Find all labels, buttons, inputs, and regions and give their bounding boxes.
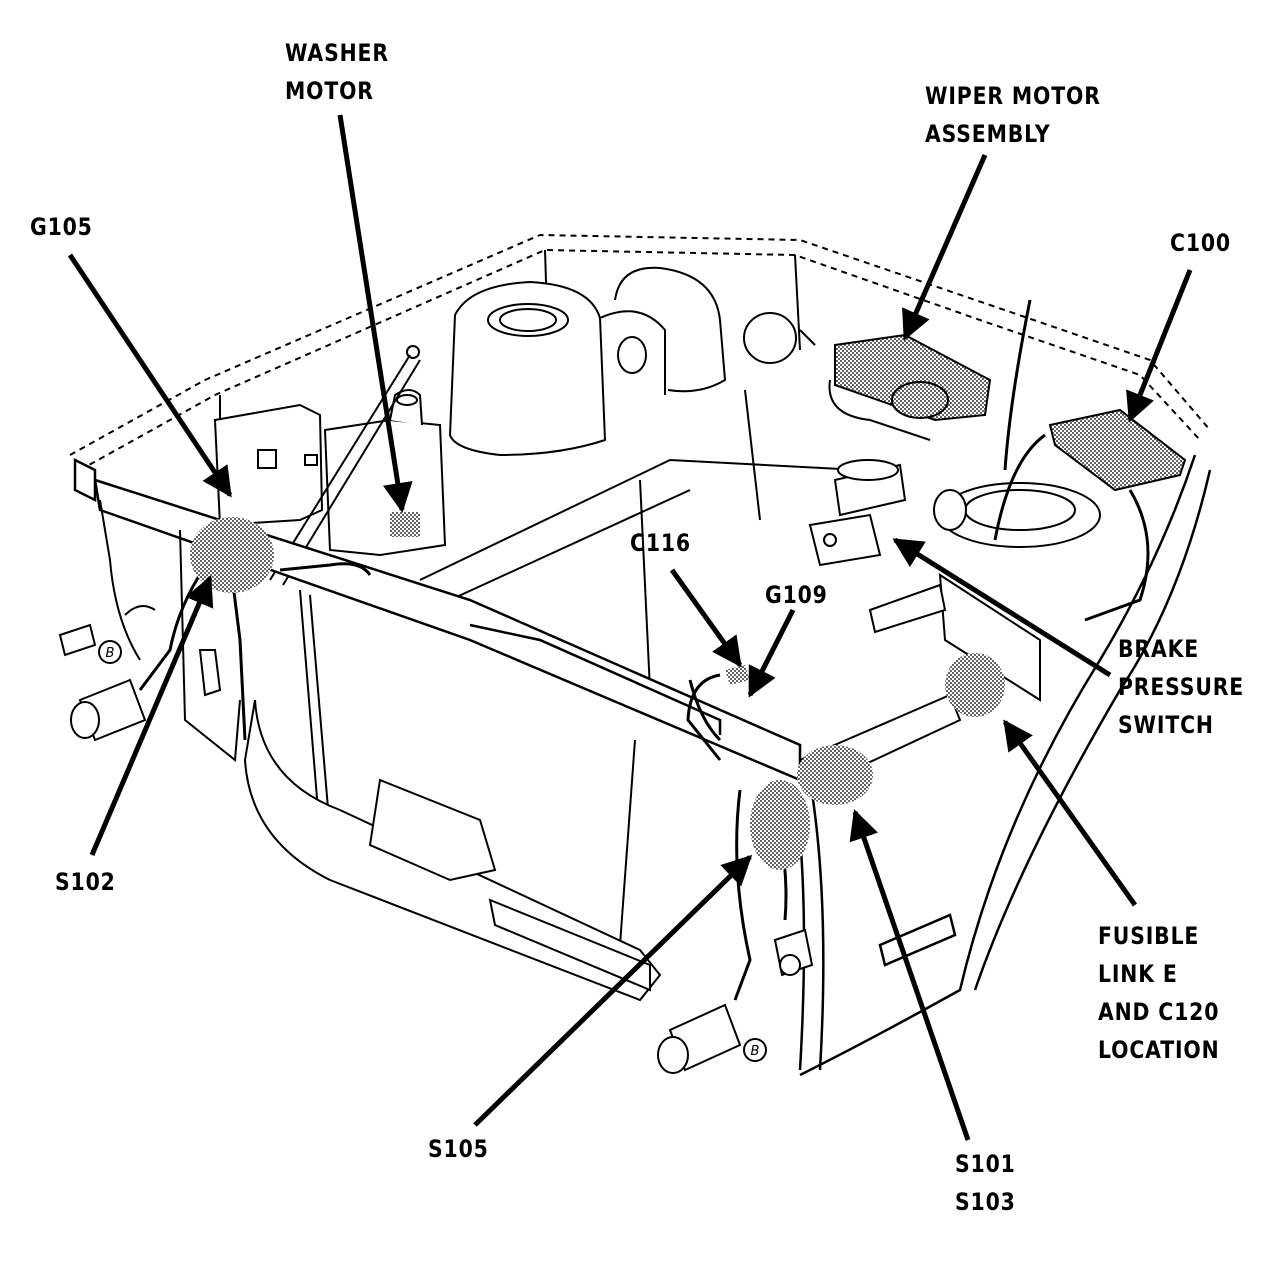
label-g105: G105 — [30, 213, 93, 241]
label-s105: S105 — [428, 1135, 489, 1163]
s102-region — [190, 517, 274, 593]
shaded-locations — [190, 512, 1005, 870]
label-c116: C116 — [630, 529, 691, 557]
left-connector-plug — [58, 623, 97, 657]
bay-floor — [419, 458, 861, 691]
relay-b-left-text: B — [106, 646, 115, 661]
c100-connector — [1048, 408, 1187, 492]
arrow-wiper-motor — [902, 153, 988, 341]
relay-b-right-circle — [743, 1038, 767, 1062]
arrow-s105 — [473, 854, 753, 1127]
master-cylinder — [808, 459, 907, 567]
arrow-s102 — [89, 575, 214, 856]
arrow-c100 — [1126, 269, 1193, 423]
headlamp-left — [70, 678, 147, 742]
brake-booster — [933, 482, 1101, 548]
arrow-c116 — [669, 568, 743, 668]
arrow-washer-motor — [337, 114, 413, 513]
arrow-s101-s103 — [849, 809, 971, 1141]
headlamp-right — [657, 1003, 742, 1074]
relay-b-right-text: B — [751, 1044, 760, 1059]
left-front-structure — [99, 499, 241, 762]
lower-valance — [243, 699, 662, 1002]
label-c100: C100 — [1170, 229, 1231, 257]
wiper-motor-assembly — [828, 333, 992, 441]
arrow-g109 — [747, 608, 796, 698]
label-s102: S102 — [55, 868, 116, 896]
relay-symbols — [98, 640, 767, 1062]
label-g109: G109 — [765, 581, 828, 609]
s101-s103-region — [797, 745, 873, 805]
washer-motor-part — [390, 512, 420, 537]
leader-arrows — [67, 114, 1193, 1141]
left-battery-box — [213, 403, 324, 527]
right-cowl — [614, 266, 816, 393]
arrow-brake-switch — [892, 537, 1112, 678]
relay-b-left-circle — [98, 640, 122, 664]
arrow-fusible-link — [1002, 719, 1138, 907]
c116-part — [725, 665, 750, 685]
arrow-g105 — [67, 253, 233, 498]
strut-tower — [448, 280, 666, 457]
right-relay — [773, 928, 814, 977]
s105-region — [750, 780, 810, 870]
fusible-link-region — [945, 653, 1005, 717]
